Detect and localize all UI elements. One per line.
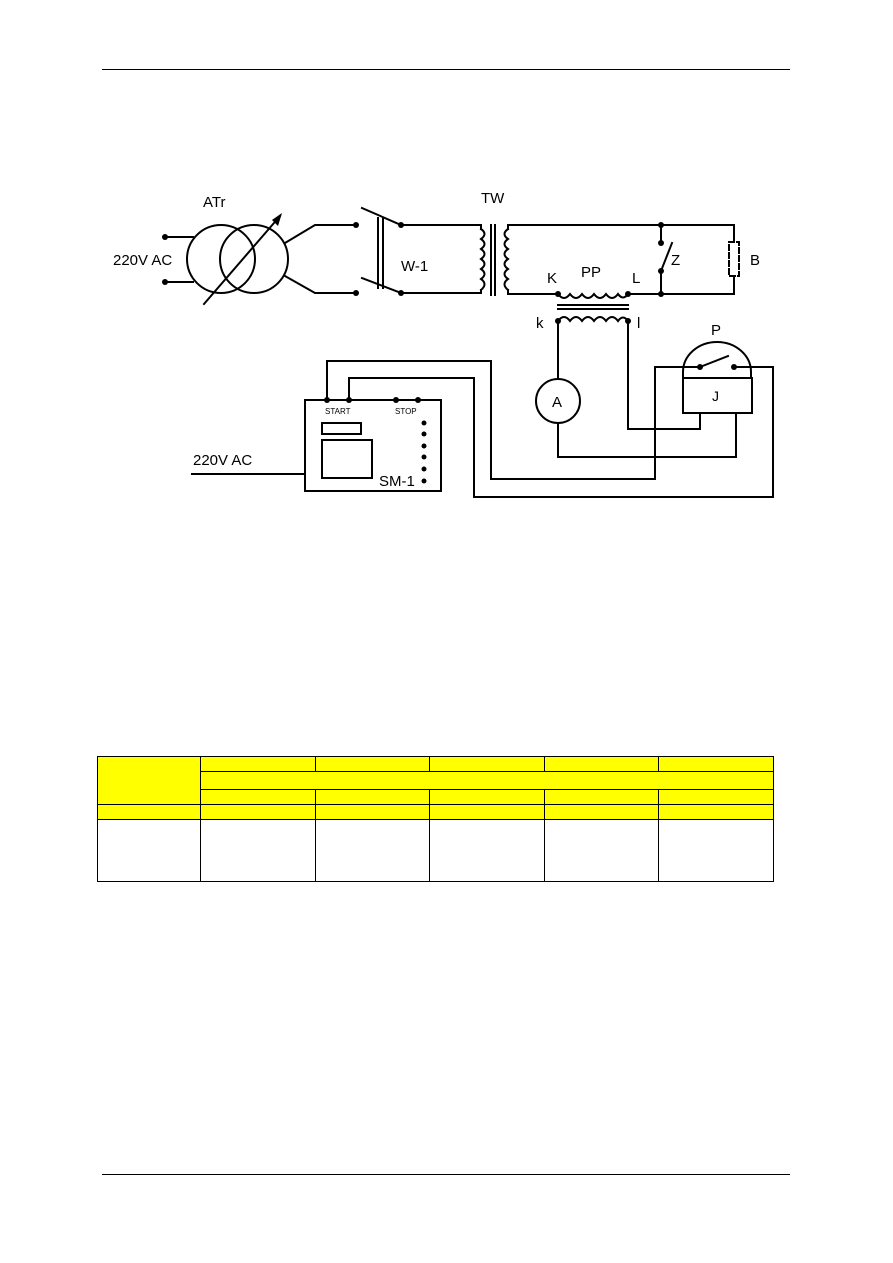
table-cell [200,819,316,882]
table-cell [200,789,316,805]
pp-primary-coil [556,292,630,299]
tw-primary-wires [400,224,482,230]
pp-secondary-coil [556,316,630,323]
table-cell [97,819,201,882]
label-l-lower: l [637,315,640,332]
label-input-voltage: 220V AC [113,252,172,269]
label-z: Z [671,252,680,269]
label-b: B [750,252,760,269]
table-cell [429,756,545,772]
table-cell [200,771,774,790]
timer-sm1 [304,399,442,492]
footer-rule [102,1174,790,1175]
header-rule [102,69,790,70]
label-stop: STOP [395,407,417,416]
table-cell [429,804,545,820]
circuit-diagram: ATr 220V AC W-1 TW PP K L k l Z B P J A … [113,190,774,498]
table-cell [97,804,201,820]
table-cell [658,789,774,805]
label-sm1: SM-1 [379,473,415,490]
label-transformer-tw: TW [481,190,505,207]
table-cell [314,819,431,882]
table-cell [314,756,431,772]
results-table [97,756,774,882]
table-cell [658,756,774,772]
table-cell [200,756,316,772]
table-cell [200,804,316,820]
label-switch-w1: W-1 [401,258,428,275]
tw-secondary-coil [503,227,510,292]
label-timer-supply: 220V AC [193,452,252,469]
label-atr: ATr [203,194,226,211]
atr-input-leads [164,236,194,283]
junction-dots [162,222,737,484]
label-a: A [552,394,562,411]
atr-output-leads [283,224,357,294]
table-cell [429,819,545,882]
table-cell [314,789,431,805]
label-start: START [325,407,351,416]
table-cell [543,756,660,772]
label-j: J [712,388,719,404]
table-cell [314,804,431,820]
table-cell [97,756,201,805]
table-cell [543,789,660,805]
label-pp: PP [581,264,601,281]
tw-primary-coil [479,227,486,292]
label-p: P [711,322,721,339]
table-cell [543,804,660,820]
switch-w1 [360,206,403,295]
label-k-upper: K [547,270,557,287]
label-l-upper: L [632,270,640,287]
table-cell [429,789,545,805]
label-k-lower: k [536,315,544,332]
table-cell [543,819,660,882]
table-cell [658,819,774,882]
relay-p [682,341,753,414]
table-cell [658,804,774,820]
autotransformer-symbol [186,213,289,306]
fuse-b [728,241,740,277]
